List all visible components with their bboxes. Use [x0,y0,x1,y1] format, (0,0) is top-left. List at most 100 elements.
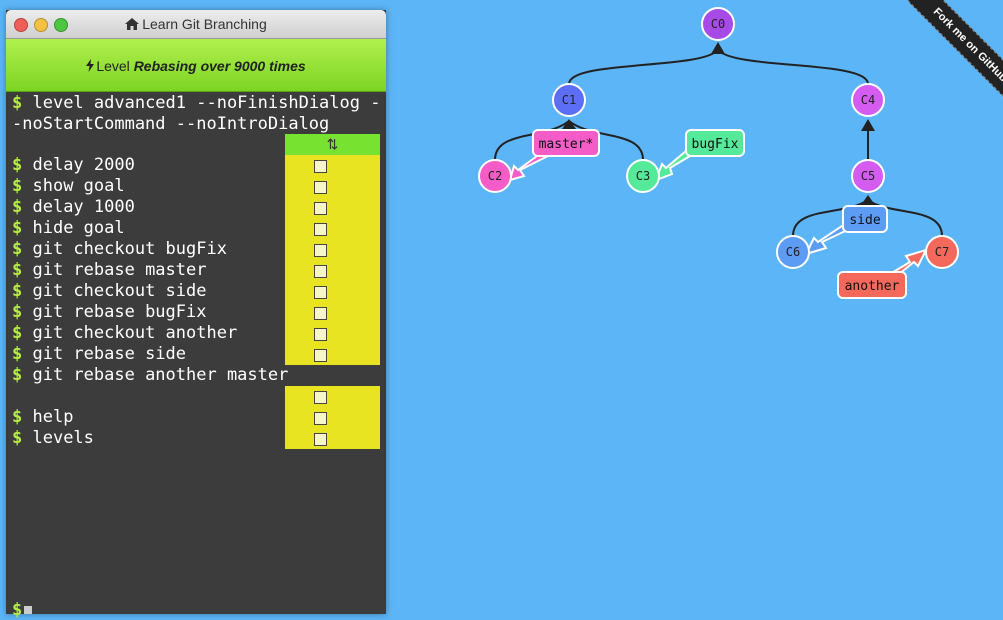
terminal-line: $ help [12,407,73,428]
command-checkbox[interactable] [314,244,327,257]
prompt-symbol: $ [12,281,23,301]
edge-c2-c1 [494,120,570,161]
command-checkbox[interactable] [314,433,327,446]
commit-c4[interactable]: C4 [851,83,885,117]
branch-label-master[interactable]: master* [532,129,600,157]
terminal-line: $ git rebase side [12,344,186,365]
command-text: git rebase bugFix [22,302,207,322]
command-queue-block [285,155,380,365]
commit-c1[interactable]: C1 [552,83,586,117]
minimize-button[interactable] [34,18,48,32]
commit-c7[interactable]: C7 [925,235,959,269]
prompt-symbol: $ [12,239,23,259]
commit-label: C3 [636,169,650,183]
command-text: git checkout side [22,281,207,301]
branch-label-bugfix[interactable]: bugFix [685,129,745,157]
prompt-symbol: $ [12,260,23,280]
bolt-icon [86,59,95,72]
prompt-symbol: $ [12,93,23,113]
command-text: git rebase another master [22,365,289,385]
command-checkbox[interactable] [314,307,327,320]
title-bar: Learn Git Branching [6,10,386,39]
commit-label: C4 [861,93,875,107]
command-text: -noStartCommand --noIntroDialog [12,114,330,134]
terminal-window: Learn Git Branching Level Rebasing over … [6,10,386,620]
branch-label-another[interactable]: another [837,271,907,299]
command-checkbox[interactable] [314,412,327,425]
prompt-symbol: $ [12,218,23,238]
arrowhead-c0 [711,42,725,54]
arrowhead-c5 [861,195,875,205]
command-checkbox[interactable] [314,202,327,215]
command-panel-header[interactable]: ⇅ [285,134,380,155]
command-checkbox[interactable] [314,160,327,173]
prompt-symbol: $ [12,365,23,385]
terminal-line: -noStartCommand --noIntroDialog [12,114,329,135]
terminal-line: $ hide goal [12,218,125,239]
terminal-line: $ level advanced1 --noFinishDialog - [12,93,380,114]
command-checkbox[interactable] [314,265,327,278]
commit-c3[interactable]: C3 [626,159,660,193]
input-prompt: $ [12,600,22,620]
command-text: levels [22,428,94,448]
close-button[interactable] [14,18,28,32]
prompt-symbol: $ [12,428,23,448]
terminal-line: $ show goal [12,176,125,197]
branch-name: bugFix [692,137,739,152]
command-checkbox[interactable] [314,349,327,362]
edge-c4-c0 [717,49,869,85]
home-icon [125,18,140,30]
command-text: git checkout bugFix [22,239,227,259]
prompt-symbol: $ [12,155,23,175]
command-text: delay 2000 [22,155,135,175]
commit-label: C7 [935,245,949,259]
terminal-line: $ git checkout bugFix [12,239,227,260]
commit-label: C0 [711,17,725,31]
commit-label: C6 [786,245,800,259]
prompt-symbol: $ [12,600,23,620]
edge-c7-c5 [867,199,943,237]
command-checkbox[interactable] [314,223,327,236]
terminal-line: $ git rebase master [12,260,206,281]
command-text: hide goal [22,218,125,238]
command-checkbox[interactable] [314,328,327,341]
window-title: Learn Git Branching [142,16,267,32]
command-text: git rebase side [22,344,187,364]
commit-c2[interactable]: C2 [478,159,512,193]
branch-name: side [849,213,880,228]
prompt-symbol: $ [12,197,23,217]
commit-c5[interactable]: C5 [851,159,885,193]
command-checkbox[interactable] [314,286,327,299]
branch-name: master* [539,137,594,152]
command-text: git checkout another [22,323,238,343]
commit-c6[interactable]: C6 [776,235,810,269]
edge-c6-c5 [792,199,869,237]
command-text: git rebase master [22,260,207,280]
command-input-cursor[interactable] [24,606,32,614]
terminal-line: $ delay 1000 [12,197,135,218]
commit-c0[interactable]: C0 [701,7,735,41]
maximize-button[interactable] [54,18,68,32]
terminal-line: $ delay 2000 [12,155,135,176]
prompt-symbol: $ [12,302,23,322]
commit-label: C1 [562,93,576,107]
terminal-line: $ git rebase bugFix [12,302,206,323]
terminal-line: $ levels [12,428,94,449]
command-text: level advanced1 --noFinishDialog - [22,93,381,113]
prompt-symbol: $ [12,407,23,427]
command-checkbox[interactable] [314,181,327,194]
level-bar[interactable]: Level Rebasing over 9000 times [6,39,386,92]
terminal-line: $ git rebase another master [12,365,288,386]
terminal-line: $ git checkout another [12,323,237,344]
level-name: Rebasing over 9000 times [133,58,306,74]
terminal-line: $ git checkout side [12,281,206,302]
branch-label-side[interactable]: side [842,205,888,233]
level-prefix: Level [96,58,130,74]
commit-label: C2 [488,169,502,183]
command-queue-block [285,386,380,449]
command-text: show goal [22,176,125,196]
prompt-symbol: $ [12,323,23,343]
command-checkbox[interactable] [314,391,327,404]
branch-name: another [845,279,900,294]
